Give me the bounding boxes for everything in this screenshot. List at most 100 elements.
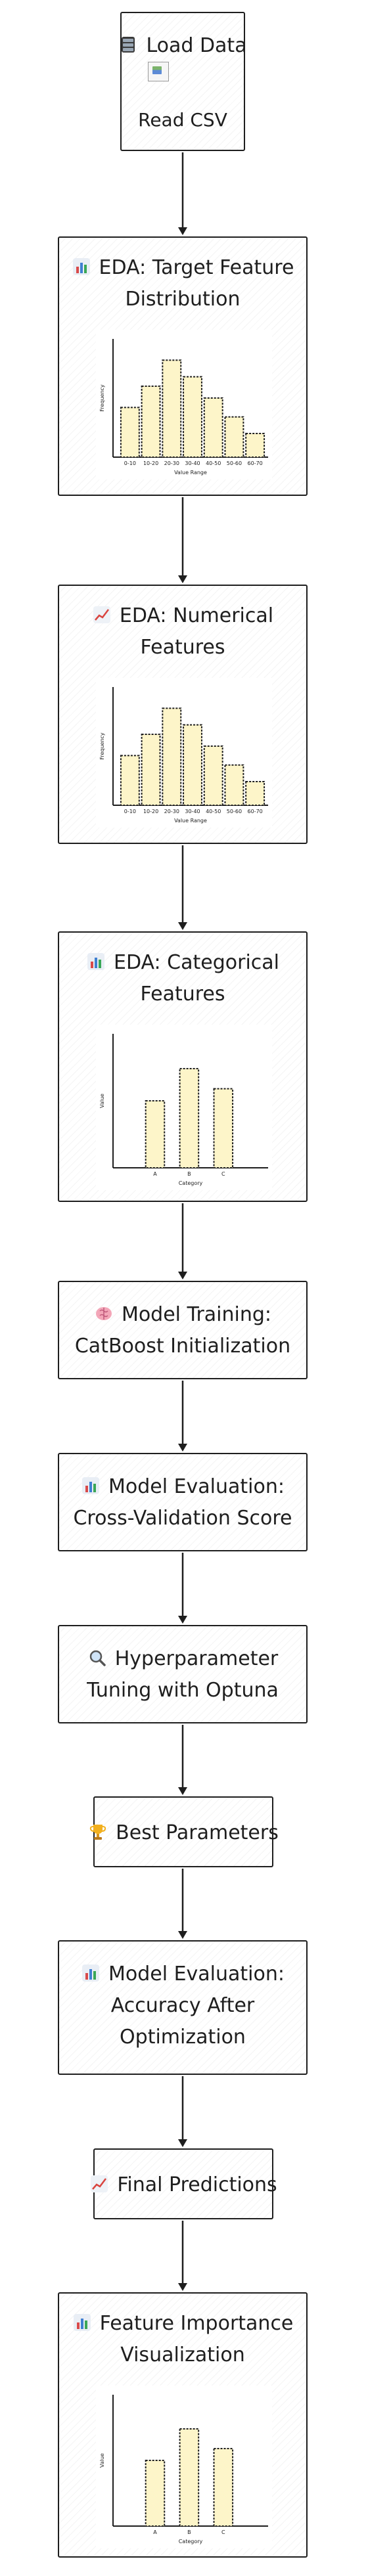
bar-chart-icon [86,949,106,970]
bar [245,433,265,458]
eda-numerical-node: EDA: Numerical Features 0-10 10-20 20-30 30… [58,585,308,844]
x-tick-label: 60-70 [248,460,263,466]
feature-importance-node: Feature Importance Visualization A B C Cate… [58,2292,308,2558]
search-icon [87,1645,107,1666]
bar [179,2428,200,2527]
node-title-line-1: Model Training: [121,1303,272,1326]
bar [141,734,161,806]
chart-svg: A B C Category Value [99,1034,268,1186]
x-tick-label: 30-40 [185,460,200,466]
model-training-node: Model Training: CatBoost Initialization [58,1281,308,1379]
node-title-line-3: Optimization [120,2026,246,2049]
bar [213,2448,234,2527]
x-tick-label: 20-30 [164,460,179,466]
node-title-line-1: EDA: Target Feature [99,256,294,279]
x-tick-label: B [187,1171,191,1177]
x-tick-label: 0-10 [124,460,136,466]
y-axis-label: Value [99,1094,105,1108]
y-axis-label: Value [99,2453,105,2468]
node-title-line-1: Hyperparameter [114,1647,279,1670]
node-title-line-1: Best Parameters [116,1821,279,1844]
categorical-features-chart: A B C Category Value [96,1025,272,1190]
bar [203,397,223,458]
x-tick-label: 10-20 [143,460,158,466]
x-axis-label: Value Range [174,818,207,824]
node-title-line-2: Tuning with Optuna [87,1679,279,1702]
node-title-line-1: Final Predictions [117,2173,277,2196]
bar [183,724,202,806]
y-axis-label: Frequency [99,384,105,412]
x-tick-label: 60-70 [248,809,263,814]
node-subtitle: Read CSV [138,109,227,131]
load-data-node: Load Data Read CSV [118,12,247,151]
chart-svg: 0-10 10-20 20-30 30-40 40-50 50-60 60-70Value … [99,687,268,824]
bar-chart-icon [81,1961,101,1982]
bar [145,2460,166,2527]
chart-svg: 0-10 10-20 20-30 30-40 40-50 50-60 60-70Value … [99,339,268,476]
bar [120,407,140,458]
node-title-line-1: EDA: Categorical [114,951,279,974]
hyperparameter-tuning-node: Hyperparameter Tuning with Optuna [58,1625,308,1723]
bar-chart-icon [72,2310,92,2331]
node-title-line-1: Model Evaluation: [108,1963,285,1986]
bar [224,416,244,458]
trend-chart-icon [89,2171,109,2192]
node-title-line-2: Visualization [120,2343,245,2366]
trophy-icon [88,1819,108,1840]
x-tick-label: 50-60 [227,460,242,466]
bar [162,359,182,458]
x-axis-label: Category [179,2539,203,2544]
node-title-line-1: EDA: Numerical [119,604,274,627]
bar [141,386,161,458]
x-axis-label: Value Range [174,470,207,476]
broken-image-icon [148,62,169,81]
node-title-line-2: Distribution [125,288,241,311]
node-title-line-1: Feature Importance [99,2312,294,2335]
accuracy-after-optimization-node: Model Evaluation: Accuracy After Optimiz… [58,1940,308,2075]
bar [203,745,223,806]
feature-importance-chart: A B C Category Value [96,2386,272,2548]
node-title-line-2: Cross-Validation Score [73,1507,292,1530]
database-icon [118,35,138,53]
x-tick-label: 50-60 [227,809,242,814]
x-tick-label: B [187,2529,191,2535]
bar [162,707,182,807]
x-tick-label: C [221,2529,225,2535]
x-tick-label: 10-20 [143,809,158,814]
x-tick-label: C [221,1171,225,1177]
bar-chart-icon [81,1473,101,1494]
node-title-line-1: Model Evaluation: [108,1475,285,1498]
x-tick-label: A [153,2529,157,2535]
bar [183,376,202,458]
node-title-line-2: Features [140,983,225,1006]
cross-validation-node: Model Evaluation: Cross-Validation Score [58,1453,308,1551]
x-tick-label: 40-50 [206,460,221,466]
node-title: Load Data [146,34,247,57]
final-predictions-node: Final Predictions [91,2148,277,2219]
x-tick-label: 40-50 [206,809,221,814]
bar-chart-icon [72,254,91,275]
bar [120,755,140,806]
node-title-line-2: Features [140,636,225,659]
best-parameters-node: Best Parameters [90,1796,279,1867]
eda-categorical-node: EDA: Categorical Features A B C Category Val… [58,931,308,1202]
eda-target-node: EDA: Target Feature Distribution 0-10 10-… [58,236,308,496]
x-axis-label: Category [179,1180,203,1186]
brain-icon [94,1301,114,1320]
x-tick-label: 0-10 [124,809,136,814]
node-title-line-2: Accuracy After [110,1994,255,2017]
node-title-line-2: CatBoost Initialization [74,1335,291,1358]
bar [213,1088,234,1168]
x-tick-label: A [153,1171,157,1177]
y-axis-label: Frequency [99,732,105,760]
trend-chart-icon [92,602,112,623]
bar [245,781,265,806]
x-tick-label: 20-30 [164,809,179,814]
bar [145,1100,166,1168]
bar [224,764,244,807]
chart-svg: A B C Category Value [99,2395,268,2544]
bar [179,1068,200,1169]
x-tick-label: 30-40 [185,809,200,814]
